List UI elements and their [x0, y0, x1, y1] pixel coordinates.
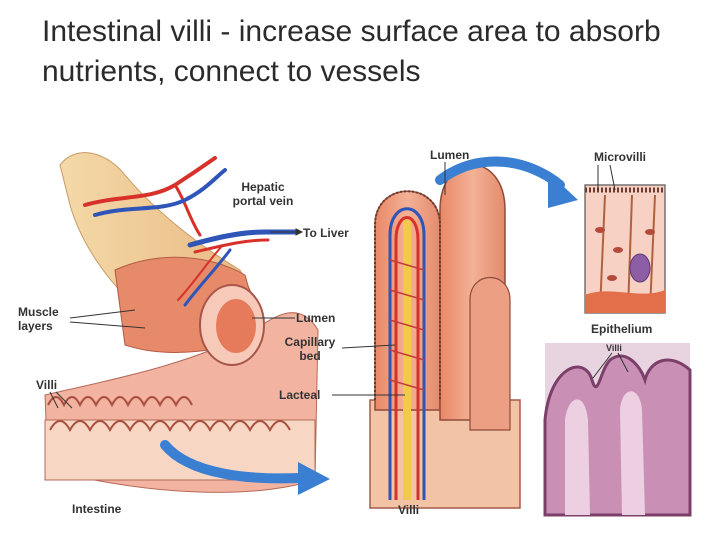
organelle [613, 247, 623, 253]
micrograph-villi-core [565, 391, 645, 515]
label-intestine: Intestine [72, 502, 122, 516]
basal-layer [585, 290, 665, 313]
vein-descending [183, 248, 232, 307]
label-leader-lines [49, 162, 616, 409]
label-microvilli: Microvilli [594, 150, 647, 164]
label-lacteal: Lacteal [279, 388, 321, 402]
zoom-arrow-lower-head [298, 462, 330, 495]
artery-descending [177, 245, 223, 301]
villus-vein [388, 207, 426, 500]
label-epithelium: Epithelium [591, 322, 653, 336]
leader-villi-left [49, 391, 73, 409]
label-lumen-left: Lumen [296, 311, 336, 325]
intestine-illustration [44, 152, 319, 493]
artery-branch [173, 183, 202, 237]
label-capillary-bed: Capillary bed [284, 335, 336, 363]
portal-vein [187, 229, 298, 248]
intestine-cut-villi [49, 420, 291, 433]
organelle [645, 229, 655, 235]
label-hepatic-portal-vein: Hepatic portal vein [232, 180, 294, 208]
epithelium-illustration [584, 184, 666, 314]
organelle [607, 275, 617, 281]
vein-vessel [93, 168, 227, 217]
zoom-arrow-upper-head [548, 172, 578, 208]
villus-illustration [369, 164, 521, 509]
villus-artery [394, 216, 420, 500]
intestine-lumen-inner [216, 299, 256, 353]
slide-title: Intestinal villi - increase surface area… [42, 15, 661, 88]
epithelial-cell-walls [599, 194, 656, 311]
micrograph-callout-lines [592, 352, 629, 379]
label-muscle-layers: Muscle layers [18, 305, 59, 333]
organelle [595, 227, 605, 233]
label-villi-micrograph: Villi [606, 343, 622, 353]
leader-capillary-bed [341, 344, 396, 349]
label-to-liver: To Liver [303, 226, 349, 240]
mesenteric-vessels [83, 156, 298, 307]
leader-muscle-layers [69, 309, 146, 329]
intestine-villi-folds [47, 396, 193, 408]
zoom-arrow-lower [160, 440, 305, 484]
label-villi-left: Villi [36, 378, 58, 392]
villus-small [469, 276, 511, 431]
villi-micrograph [543, 343, 692, 517]
cell-nucleus [629, 253, 651, 283]
portal-artery [193, 238, 270, 254]
leader-microvilli [597, 164, 616, 191]
capillary-network [389, 259, 425, 391]
intestine-cut-face [44, 419, 316, 481]
label-lumen-top: Lumen [430, 148, 470, 162]
label-villi-bottom: Villi [398, 503, 420, 517]
leader-to-liver-head [295, 228, 304, 236]
